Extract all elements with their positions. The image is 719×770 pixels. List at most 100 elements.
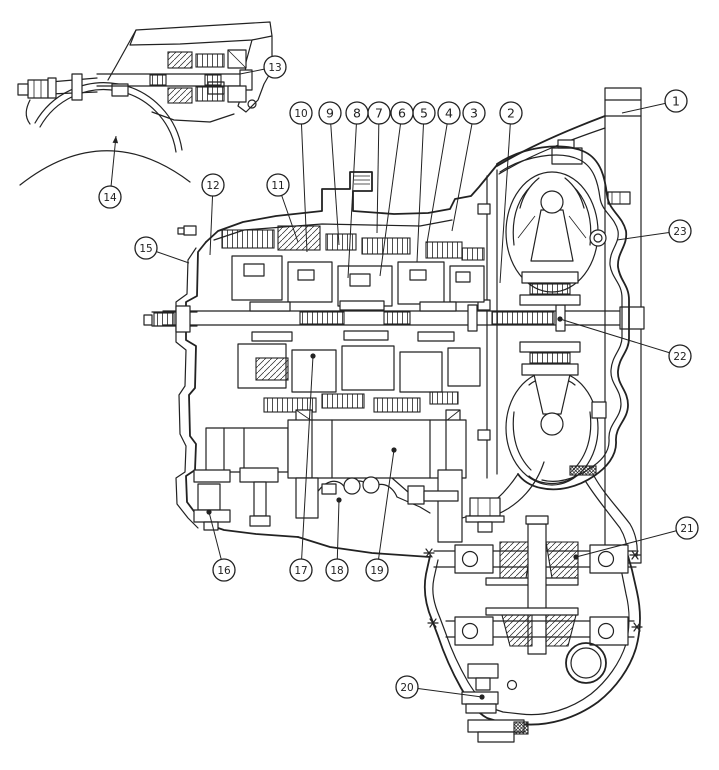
gear-train-upper: [221, 225, 485, 312]
clutch-drum: [287, 261, 333, 303]
inset-lower-rib: [151, 111, 235, 123]
diff-case-flange: [485, 607, 579, 616]
callout-circle: [263, 55, 287, 79]
shaft-right-stub: [619, 306, 645, 330]
diff-bracket: [437, 469, 463, 543]
leader-line: [379, 123, 402, 277]
housing-bolt-hole: [506, 679, 518, 691]
shaft-spline: [491, 311, 555, 325]
callout-number: 22: [673, 351, 686, 363]
clutch-pack: [221, 229, 275, 249]
anchor-bolt: [253, 481, 267, 517]
main-shaft-lines: [162, 310, 621, 326]
ring-gear-boss: [565, 642, 607, 684]
leader-line: [209, 195, 214, 256]
callout-19: 19: [365, 447, 397, 582]
flange-bolt-tip: [177, 227, 185, 235]
callout-6: 6: [379, 101, 414, 277]
inset-gear: [195, 86, 225, 102]
callout-circle: [668, 344, 692, 368]
leader-arrow: [112, 136, 119, 144]
callout-21: 21: [573, 516, 699, 560]
case-left-wall-outer: [175, 247, 199, 529]
diff-bolt-hex: [469, 497, 501, 517]
callout-20: 20: [395, 675, 485, 700]
joint-flange: [477, 429, 491, 441]
gear-hub: [343, 330, 389, 341]
shaft-spline: [149, 74, 167, 86]
callout-23: 23: [616, 219, 692, 243]
callout-10: 10: [289, 101, 313, 253]
shaft-spline: [299, 311, 345, 325]
bearing-ball: [597, 550, 615, 568]
leader-line: [110, 135, 117, 187]
bearing-diagonal: [445, 409, 461, 422]
callout-7: 7: [367, 101, 391, 234]
converter-cover-top-inner: [498, 127, 606, 175]
callout-1: 1: [621, 89, 688, 114]
clutch-pack: [461, 247, 485, 261]
leader-line: [330, 123, 340, 246]
shaft-flange: [71, 73, 83, 101]
stub-spline: [153, 312, 175, 327]
leader-dot: [310, 353, 316, 359]
callout-number: 15: [139, 243, 152, 255]
callout-number: 3: [470, 106, 478, 121]
hub-race: [521, 363, 579, 376]
hub-race: [521, 271, 579, 284]
shaft-tip: [17, 83, 29, 96]
callout-circle: [289, 101, 313, 125]
hub-bearing: [529, 283, 571, 295]
bevel-gear: [499, 541, 533, 579]
callout-18: 18: [325, 497, 349, 582]
pinion-shaft-top: [525, 515, 549, 525]
leader-dot: [573, 554, 579, 560]
drum-detail: [409, 269, 427, 281]
callout-number: 7: [375, 106, 383, 121]
callout-3: 3: [451, 101, 486, 232]
leader-dot: [206, 509, 212, 515]
leader-line: [417, 687, 483, 698]
drum-detail: [455, 271, 471, 283]
inset-gear: [167, 51, 193, 69]
pilot-boss: [540, 190, 564, 214]
inset-converter-housing-section: [17, 21, 273, 186]
ball-bearing: [454, 616, 494, 646]
hub-radial-lines: [517, 215, 587, 239]
leader-dot: [336, 497, 342, 503]
cover-seal-hatch: [569, 465, 597, 476]
case-bottom-edge: [297, 536, 431, 558]
leader-line: [336, 499, 340, 560]
shaft-washer: [47, 77, 57, 99]
callout-circle: [462, 101, 486, 125]
bevel-gear: [545, 541, 579, 579]
servo-cover: [239, 467, 279, 483]
axle-seal: [629, 550, 641, 560]
converter-cover-inner: [499, 154, 623, 482]
callout-number: 6: [398, 106, 406, 121]
callout-number: 1: [672, 94, 680, 109]
leader-dot: [557, 316, 563, 322]
leader-line: [499, 123, 511, 284]
callout-circle: [499, 101, 523, 125]
clutch-pack: [263, 397, 317, 413]
callout-12: 12: [201, 173, 225, 256]
inset-left-slope: [107, 29, 137, 81]
leader-line: [347, 123, 357, 279]
callout-number: 10: [294, 108, 307, 120]
output-gear-lines: [223, 427, 245, 473]
leader-line: [156, 251, 190, 264]
callout-number: 23: [673, 226, 686, 238]
inset-shaft: [96, 73, 248, 87]
case-top-edge: [205, 164, 498, 243]
callout-circle: [675, 516, 699, 540]
servo-springs: [277, 225, 321, 251]
callout-circle: [201, 173, 225, 197]
ring-gear-boss-inner: [570, 647, 602, 679]
inset-gear: [195, 53, 225, 68]
under-case-details: [193, 467, 431, 531]
clutch-pack: [325, 233, 357, 251]
callout-13: 13: [239, 55, 287, 79]
callout-15: 15: [134, 236, 190, 264]
converter-cover-outer: [496, 145, 630, 491]
